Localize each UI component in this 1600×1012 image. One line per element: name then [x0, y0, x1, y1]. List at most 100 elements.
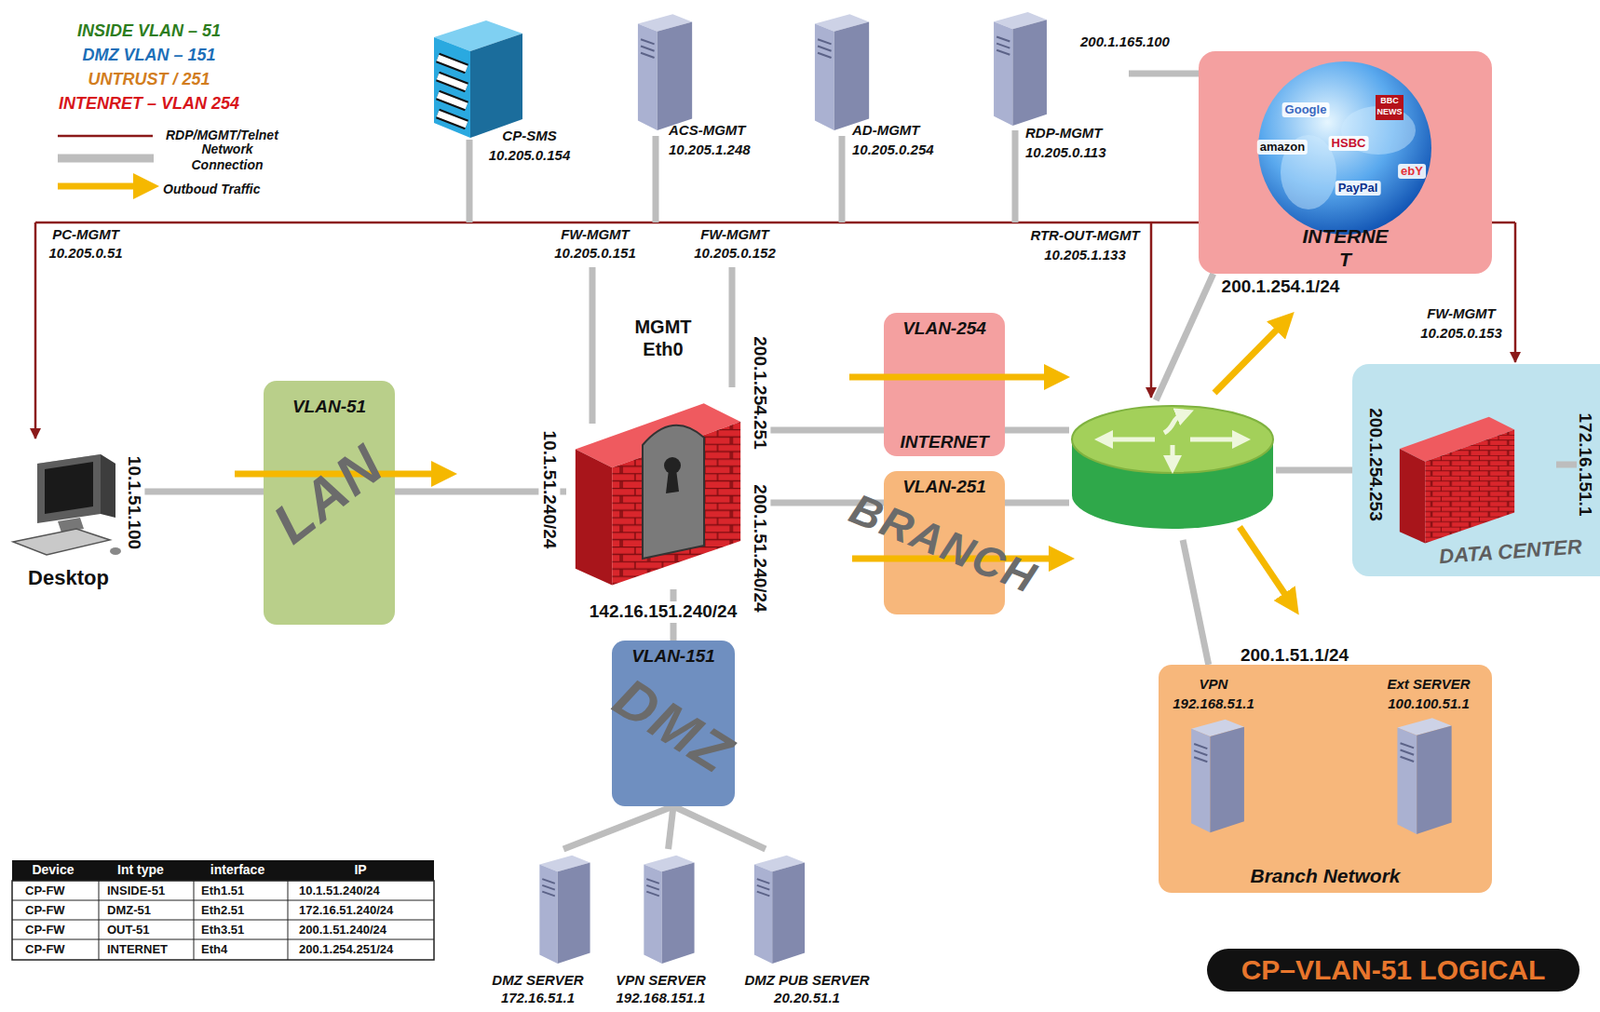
label-text: PC-MGMT — [52, 226, 120, 244]
cp-sms-icon — [433, 20, 523, 138]
label-text: CP-FW — [25, 903, 66, 919]
table-grid — [12, 881, 434, 961]
label-text: UNTRUST / 251 — [87, 69, 210, 91]
router-icon — [1071, 406, 1274, 474]
server-icons — [754, 855, 805, 964]
server-icons — [539, 12, 1451, 964]
node-label: INTERNE T — [1301, 224, 1388, 272]
server-icons — [1396, 718, 1451, 835]
cp-sms-icon — [470, 33, 523, 138]
legend-text: Outboud Traffic — [162, 181, 260, 198]
node-label: Ext SERVER — [1386, 676, 1470, 693]
label-text: INTERNET — [107, 942, 168, 958]
vlan-box: VLAN-254INTERNET — [883, 312, 1005, 457]
node-label: 20.20.51.1 — [773, 989, 841, 1007]
mgmt-bus — [1150, 222, 1153, 398]
server-icons — [643, 855, 694, 964]
node-label: RDP-MGMT — [1025, 124, 1103, 142]
node-label: 10.205.1.133 — [1044, 246, 1126, 264]
dc-firewall-icon — [1399, 417, 1577, 544]
server-icons — [539, 855, 590, 964]
desktop-icon — [109, 547, 122, 556]
network-link — [126, 488, 264, 496]
label-text: CP-FW — [25, 922, 66, 938]
desktop-icon — [100, 454, 116, 518]
label-text: 200.1.51.1/24 — [1240, 645, 1349, 667]
interface-ip: 200.1.51.240/24 — [749, 481, 772, 615]
legend-text: Network Connection — [191, 141, 264, 174]
label-text: 10.205.0.152 — [693, 244, 776, 262]
label-text: Google — [1282, 102, 1330, 118]
label-text: ebY — [1397, 163, 1426, 179]
node-label: 10.205.0.254 — [852, 141, 935, 159]
label-text: 10.205.0.151 — [554, 244, 637, 262]
label-text: Eth2.51 — [201, 903, 245, 919]
mgmt-links — [589, 267, 597, 424]
mgmt-links — [466, 139, 474, 223]
desktop-icon — [37, 454, 101, 524]
table-grid — [12, 860, 434, 882]
diagram-title: CP–VLAN-51 LOGICAL — [1206, 949, 1580, 992]
label-text: FW-MGMT — [700, 226, 770, 244]
node-label: MGMT Eth0 — [634, 315, 692, 361]
interface-ip: 10.1.51.100 — [123, 453, 146, 553]
label-text: 172.16.51.240/24 — [298, 903, 394, 919]
edge-label: 200.1.165.100 — [1077, 33, 1173, 51]
node-label: VPN SERVER — [615, 972, 706, 990]
label-text: amazon — [1257, 139, 1308, 155]
node-label: 192.168.151.1 — [616, 989, 706, 1007]
network-link — [1275, 467, 1353, 475]
label-text: BBC — [1380, 95, 1399, 107]
node-label: 192.168.51.1 — [1172, 695, 1255, 713]
node-label: 172.16.51.1 — [501, 989, 575, 1007]
label-text: CP-FW — [25, 942, 66, 958]
label-text: INSIDE VLAN – 51 — [77, 21, 221, 42]
router-icon — [1071, 406, 1274, 529]
node-label: AD-MGMT — [852, 122, 920, 139]
vlan-box: VLAN-51LAN — [263, 380, 395, 625]
label-text: Int type — [117, 862, 164, 879]
node-label: DATA CENTER — [1437, 534, 1583, 570]
node-label: VLAN-254 — [902, 318, 987, 340]
network-link — [1182, 540, 1209, 665]
legend-samples — [57, 135, 153, 138]
firewall-icon — [665, 469, 679, 494]
label-text: OUT-51 — [107, 922, 150, 938]
mgmt-links — [839, 135, 846, 223]
label-text: 200.1.254.251/24 — [298, 942, 394, 958]
interface-ip: 200.1.254.251 — [749, 333, 772, 453]
router-icon — [1108, 437, 1155, 443]
interface-ip: 172.16.151.1 — [1574, 410, 1597, 520]
node-label: 10.205.0.113 — [1025, 144, 1106, 162]
label-text: Eth1.51 — [201, 883, 245, 899]
node-label: Branch Network — [1249, 864, 1400, 888]
server-icons — [993, 12, 1047, 126]
node-label: CP-SMS — [501, 127, 556, 145]
node-label: VLAN-51 — [292, 396, 367, 419]
node-label: 10.205.1.248 — [668, 141, 751, 159]
label-text: DMZ-51 — [107, 903, 151, 919]
node-label: RTR-OUT-MGMT — [1030, 227, 1139, 245]
server-icons — [814, 13, 869, 131]
cp-sms-icon — [437, 57, 467, 125]
network-link — [673, 806, 766, 850]
network-link — [1155, 273, 1214, 401]
label-text: FW-MGMT — [560, 226, 630, 244]
legend-text: RDP/MGMT/Telnet — [165, 127, 279, 144]
network-link — [1004, 427, 1070, 434]
node-label: DMZ SERVER — [491, 972, 584, 990]
desktop-icon — [13, 454, 122, 556]
node-label: ACS-MGMT — [668, 122, 746, 139]
router-icon — [1170, 445, 1176, 461]
label-text: 10.205.0.51 — [48, 244, 123, 262]
dc-firewall-icon — [1556, 461, 1577, 469]
label-text: IP — [353, 862, 367, 879]
interface-ip: 10.1.51.240/24 — [539, 428, 561, 553]
label-text: 142.16.151.240/24 — [586, 601, 741, 624]
node-label: VLAN-151 — [631, 646, 716, 668]
cp-sms-icon — [437, 57, 467, 125]
router-icon — [1190, 437, 1237, 443]
firewall-icon — [642, 425, 705, 559]
traffic-arrows — [1214, 325, 1281, 394]
label-text: Device — [31, 862, 74, 879]
